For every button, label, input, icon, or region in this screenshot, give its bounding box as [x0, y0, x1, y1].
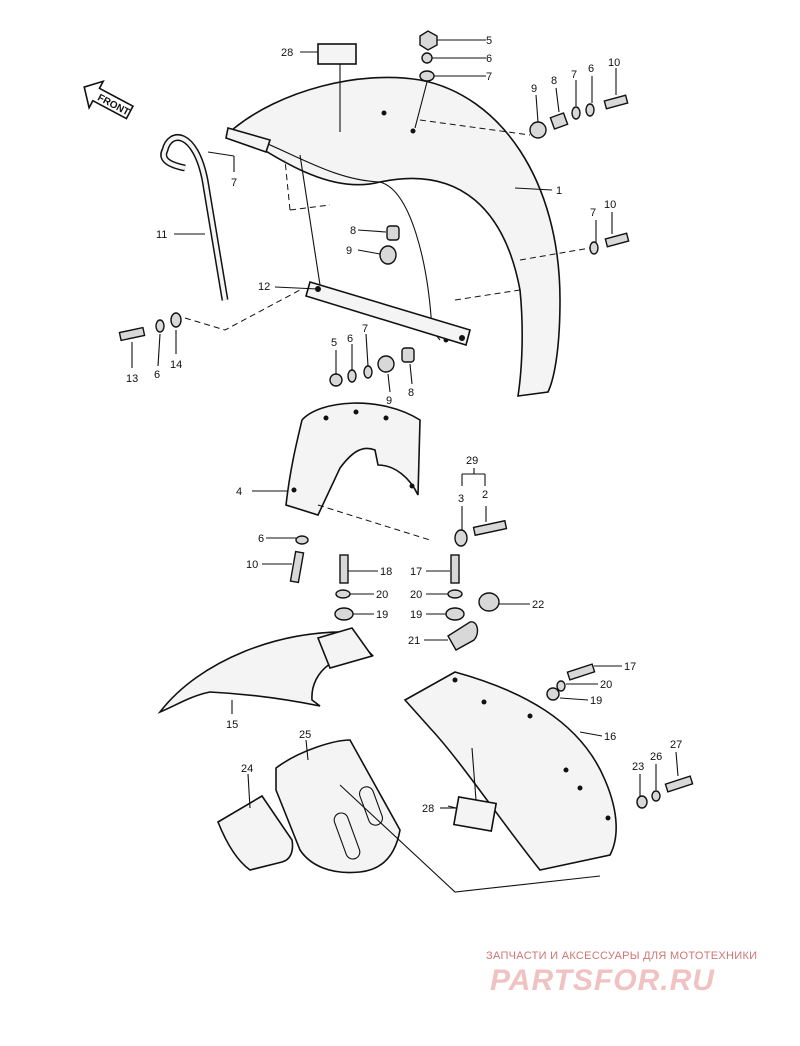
callout-3: 3 [458, 493, 464, 505]
callout-7c: 7 [231, 177, 237, 189]
callout-7d: 7 [590, 207, 596, 219]
callout-9c: 9 [386, 395, 392, 407]
callout-12: 12 [258, 281, 270, 293]
callout-16: 16 [604, 731, 616, 743]
callout-23: 23 [632, 761, 644, 773]
callout-10b: 10 [604, 199, 616, 211]
callout-13: 13 [126, 373, 138, 385]
callout-29: 29 [466, 455, 478, 467]
fender-stay [305, 281, 471, 347]
label-plate-top [317, 43, 357, 65]
callout-7b: 7 [571, 69, 577, 81]
callout-2: 2 [482, 489, 488, 501]
fender-extension [403, 671, 617, 871]
leader-lines [131, 39, 679, 809]
front-fender [157, 631, 375, 714]
callout-17: 17 [410, 566, 422, 578]
callout-1: 1 [556, 185, 562, 197]
label-plate-bottom [452, 795, 498, 833]
callout-22: 22 [532, 599, 544, 611]
fender-bracket [285, 402, 421, 516]
callout-28-bottom: 28 [422, 803, 434, 815]
callout-9: 9 [531, 83, 537, 95]
callout-10c: 10 [246, 559, 258, 571]
callout-8c: 8 [408, 387, 414, 399]
callout-8: 8 [551, 75, 557, 87]
callout-20b: 20 [410, 589, 422, 601]
callout-19: 19 [376, 609, 388, 621]
callout-17b: 17 [624, 661, 636, 673]
callout-7e: 7 [362, 323, 368, 335]
mud-flap [217, 794, 294, 871]
front-arrow-icon: FRONT [83, 79, 135, 120]
grab-rail [160, 134, 229, 301]
callout-6e: 6 [258, 533, 264, 545]
callout-10: 10 [608, 57, 620, 69]
callout-15: 15 [226, 719, 238, 731]
callout-19b: 19 [410, 609, 422, 621]
callout-18: 18 [380, 566, 392, 578]
callout-21: 21 [408, 635, 420, 647]
callout-8b: 8 [350, 225, 356, 237]
callout-28-top: 28 [281, 47, 293, 59]
callout-26: 26 [650, 751, 662, 763]
callout-20: 20 [376, 589, 388, 601]
mud-guard [275, 739, 401, 874]
callout-19c: 19 [590, 695, 602, 707]
callout-14: 14 [170, 359, 182, 371]
callout-11: 11 [156, 229, 167, 241]
callout-6b: 6 [588, 63, 594, 75]
callout-5b: 5 [331, 337, 337, 349]
watermark-caption: ЗАПЧАСТИ И АКСЕССУАРЫ ДЛЯ МОТОТЕХНИКИ [486, 950, 758, 962]
callout-24: 24 [241, 763, 253, 775]
callout-7: 7 [486, 71, 492, 83]
callout-6d: 6 [347, 333, 353, 345]
callout-6c: 6 [154, 369, 160, 381]
callout-5: 5 [486, 35, 492, 47]
callout-6: 6 [486, 53, 492, 65]
callout-9b: 9 [346, 245, 352, 257]
callout-4: 4 [236, 486, 242, 498]
callout-27: 27 [670, 739, 682, 751]
watermark-logo: PARTSFOR.RU [490, 964, 715, 997]
callout-20c: 20 [600, 679, 612, 691]
callout-25: 25 [299, 729, 311, 741]
callout-labels: 28 5 6 7 9 8 7 6 10 1 7 11 7 10 8 9 12 1… [126, 35, 682, 815]
